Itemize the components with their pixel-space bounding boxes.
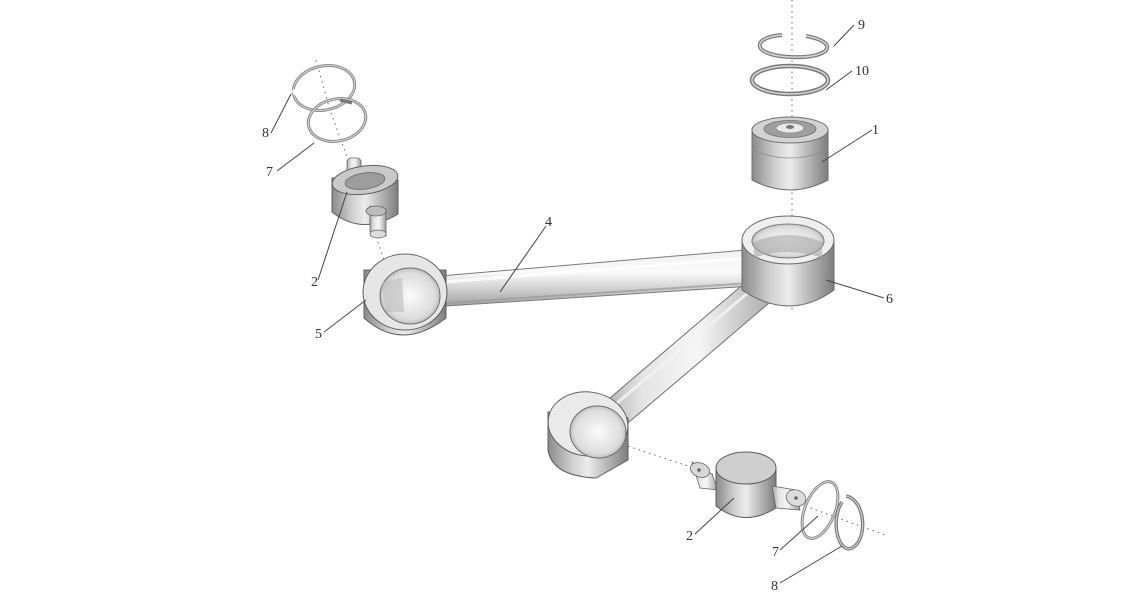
callout-7-lower: 7 (772, 545, 779, 560)
leader-2b (694, 497, 735, 535)
leader-2a (317, 191, 348, 281)
bushing-part-1 (751, 116, 829, 191)
leader-1 (821, 129, 873, 163)
ring-part-10 (749, 63, 831, 97)
pin-bushing-part-2-upper (331, 157, 399, 239)
ring-part-7-upper (306, 97, 368, 143)
leader-lines (270, 24, 885, 584)
callout-10: 10 (855, 64, 869, 79)
callout-5: 5 (315, 327, 322, 342)
callout-2-upper: 2 (311, 275, 318, 290)
leader-4 (499, 225, 547, 293)
pin-bushing-part-2-lower (689, 451, 807, 518)
eye-part-5 (362, 253, 448, 336)
callout-6: 6 (886, 292, 893, 307)
leader-8b (779, 545, 843, 584)
leader-8a (270, 93, 292, 134)
leader-7a (276, 142, 315, 172)
leader-10 (825, 70, 853, 91)
leader-9 (833, 24, 855, 47)
callout-1: 1 (872, 123, 879, 138)
callout-8-upper: 8 (262, 126, 269, 141)
leader-7b (779, 515, 819, 551)
leader-5 (323, 299, 367, 333)
callout-4: 4 (545, 215, 552, 230)
callout-labels: 9 10 1 8 7 4 2 6 5 2 7 8 (262, 18, 893, 594)
ring-part-7-lower (800, 480, 840, 540)
eye-lower-end (547, 391, 629, 479)
leader-6 (825, 279, 885, 299)
callout-2-lower: 2 (686, 529, 693, 544)
callout-7-upper: 7 (266, 165, 273, 180)
snap-ring-part-8-upper (291, 64, 357, 112)
snap-ring-part-9 (757, 33, 830, 60)
arm-part-4 (439, 249, 753, 307)
boss-part-6 (741, 215, 835, 307)
callout-8-lower: 8 (771, 579, 778, 594)
callout-9: 9 (858, 18, 865, 33)
snap-ring-part-8-lower (834, 494, 865, 551)
